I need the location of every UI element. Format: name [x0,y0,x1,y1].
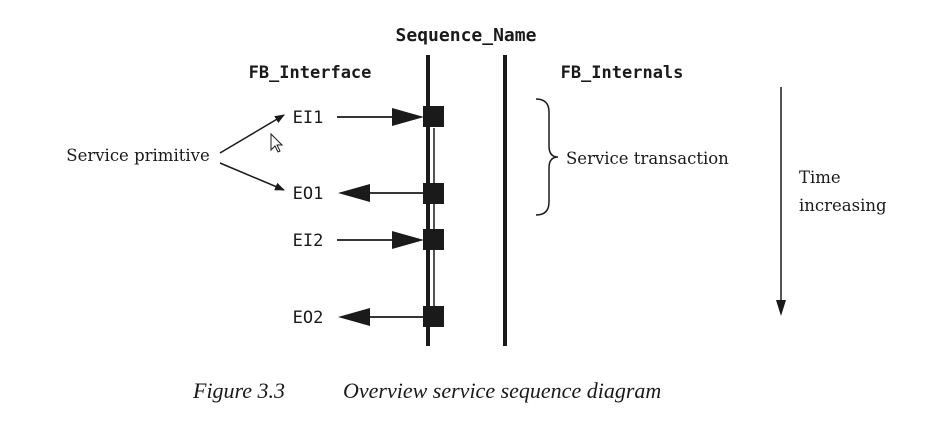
event-square-ei1 [423,106,444,127]
ei2-label: EI2 [293,231,324,251]
eo1-label: EO1 [293,184,324,204]
mouse-cursor-icon [270,132,284,153]
eo1-arrowhead [338,184,370,202]
eo2-label: EO2 [293,308,324,328]
figure-caption-text: Overview service sequence diagram [343,378,661,403]
ei1-arrowhead [392,108,424,126]
event-square-ei2 [423,229,444,250]
service-transaction-label: Service transaction [566,149,729,168]
figure-caption-number: Figure 3.3 [192,378,285,403]
time-label-line2: increasing [799,196,887,215]
service-primitive-pointer-ei1 [219,114,285,154]
eo2-arrowhead [338,308,370,326]
time-arrowhead [776,300,786,316]
event-square-eo1 [423,183,444,204]
fb-internals-header: FB_Internals [561,63,684,83]
service-primitive-pointer-eo1 [219,162,285,191]
sequence-title: Sequence_Name [396,25,537,46]
ei2-arrowhead [392,231,424,249]
ei1-label: EI1 [293,108,324,128]
event-square-eo2 [423,306,444,327]
fb-interface-header: FB_Interface [249,63,372,83]
time-label-line1: Time [799,168,841,187]
service-primitive-label: Service primitive [66,146,209,165]
service-transaction-brace [535,98,559,216]
